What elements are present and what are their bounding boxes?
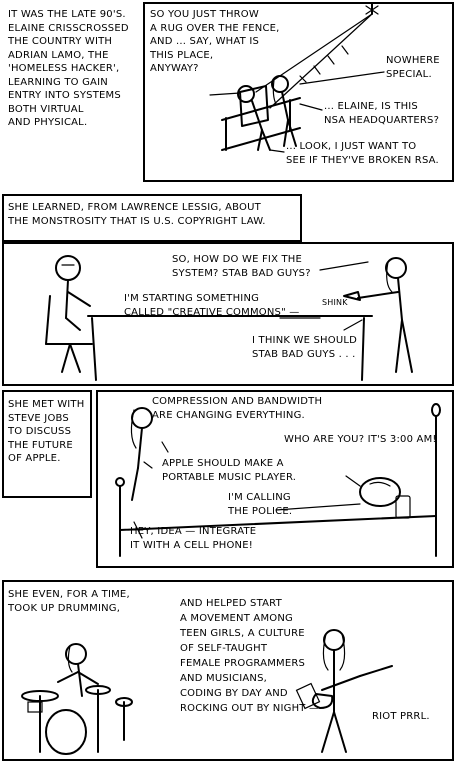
stick-figure-elaine-knife — [357, 257, 413, 373]
stick-figure-jobs — [359, 477, 401, 507]
searchlight-icon — [255, 3, 379, 109]
speech-nowhere: NOWHERE SPECIAL. — [386, 55, 440, 80]
caption-row-3: SHE MET WITH STEVE JOBS TO DISCUSS THE F… — [8, 399, 85, 464]
caption-row-2: SHE LEARNED, FROM LAWRENCE LESSIG, ABOUT… — [8, 202, 266, 227]
stick-figure-guitarist — [321, 629, 347, 753]
speech-who-are-you: WHO ARE YOU? IT'S 3:00 AM! — [284, 434, 437, 445]
caption-box-row-3 — [2, 390, 92, 498]
phone-icon — [395, 495, 411, 519]
speech-cell-phone: HEY, IDEA — INTEGRATE IT WITH A CELL PHO… — [130, 526, 257, 551]
stick-figure-lessig — [55, 255, 91, 331]
panel-drumming — [2, 580, 454, 761]
rug-icon — [239, 85, 269, 127]
knife-icon — [343, 291, 361, 301]
caption-row-1: IT WAS THE LATE 90's. ELAINE CRISSCROSSE… — [8, 9, 129, 128]
laptop-icon — [295, 682, 321, 710]
speech-compression: COMPRESSION AND BANDWIDTH ARE CHANGING E… — [152, 396, 323, 421]
drum-kit-icon — [21, 685, 133, 755]
stick-figure-drummer — [57, 643, 99, 697]
bed-icon — [115, 403, 441, 557]
speech-fix-system: SO, HOW DO WE FIX THE SYSTEM? STAB BAD G… — [172, 254, 311, 279]
speech-rug: SO YOU JUST THROW A RUG OVER THE FENCE, … — [150, 9, 280, 74]
stick-figure-elaine-bed — [130, 407, 153, 501]
speech-riot-prrl: RIOT PRRL. — [372, 711, 430, 722]
stick-figure-elaine — [271, 75, 297, 147]
speech-nsa: ... ELAINE, IS THIS NSA HEADQUARTERS? — [324, 101, 440, 126]
panel-jobs — [96, 390, 454, 568]
speech-music-player: APPLE SHOULD MAKE A PORTABLE MUSIC PLAYE… — [162, 458, 297, 483]
speech-stab: I THINK WE SHOULD STAB BAD GUYS . . . — [252, 335, 358, 360]
caption-row-4: SHE EVEN, FOR A TIME, TOOK UP DRUMMING, — [8, 589, 130, 614]
stick-figure-adrian — [237, 85, 271, 151]
speech-creative-commons: I'M STARTING SOMETHING CALLED "CREATIVE … — [124, 293, 300, 318]
sound-effect-shink: SHINK — [322, 298, 348, 307]
speech-police: I'M CALLING THE POLICE. — [228, 492, 293, 517]
narration-riot: AND HELPED START A MOVEMENT AMONG TEEN G… — [180, 598, 320, 714]
panel-nsa — [143, 2, 454, 182]
chair-icon — [45, 295, 93, 373]
caption-box-row-2 — [2, 194, 302, 242]
speech-rsa: ... LOOK, I JUST WANT TO SEE IF THEY'VE … — [286, 141, 439, 166]
guitar-icon — [311, 665, 393, 709]
desk-icon — [87, 315, 373, 381]
